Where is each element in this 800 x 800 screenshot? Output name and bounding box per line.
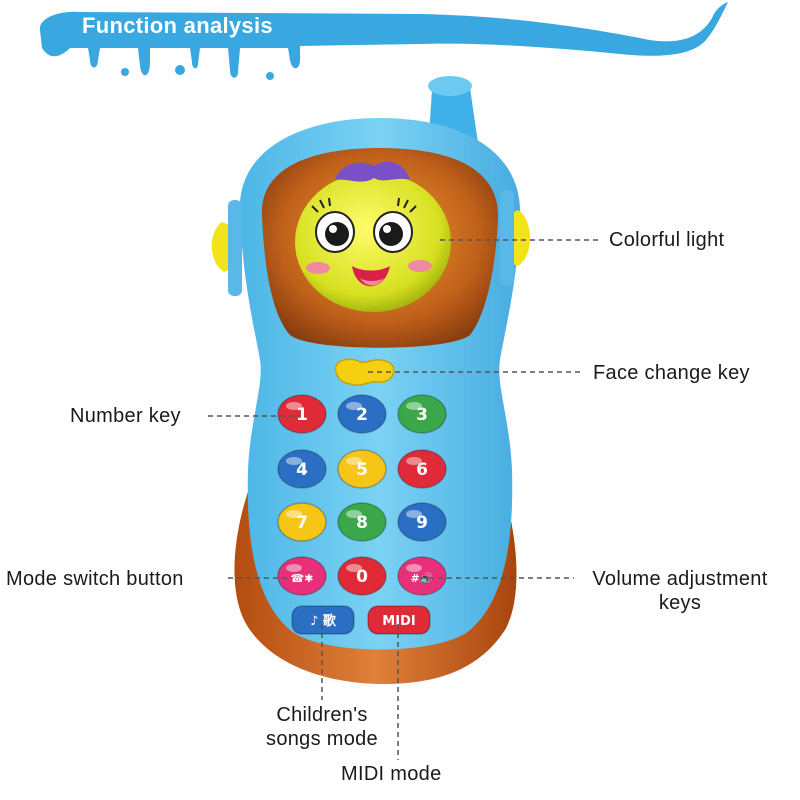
number-key-label: 0 bbox=[356, 567, 368, 587]
banner-paint-shape bbox=[39, 2, 729, 78]
right-side-band bbox=[500, 190, 514, 286]
callout-number-key: Number key bbox=[70, 405, 181, 427]
left-side-band bbox=[228, 200, 242, 296]
number-key-highlight bbox=[406, 510, 422, 518]
callout-children-line2: songs mode bbox=[266, 728, 378, 750]
number-key-highlight bbox=[286, 457, 302, 465]
right-eye-shine bbox=[383, 225, 391, 233]
banner-title: Function analysis bbox=[82, 13, 273, 38]
number-key-shape bbox=[337, 449, 387, 489]
number-key-highlight bbox=[346, 402, 362, 410]
leader-lines bbox=[208, 239, 600, 760]
mode-keys: ♪ 歌 MIDI bbox=[291, 605, 431, 635]
number-key-highlight bbox=[286, 402, 302, 410]
number-key[interactable]: #🔊 bbox=[397, 556, 447, 596]
number-key[interactable]: ☎✱ bbox=[277, 556, 327, 596]
number-key[interactable]: 7 bbox=[277, 502, 327, 542]
mode-key-shape bbox=[367, 605, 431, 635]
callout-childrens-songs-mode: Children's songs mode bbox=[238, 703, 406, 751]
right-pupil bbox=[379, 222, 403, 246]
number-key-shape bbox=[397, 449, 447, 489]
callout-midi-mode: MIDI mode bbox=[341, 763, 442, 785]
antenna-tip bbox=[428, 76, 472, 96]
callout-volume-adjustment: Volume adjustment keys bbox=[574, 567, 786, 615]
callout-volume-line2: keys bbox=[658, 592, 702, 614]
left-eye-shine bbox=[329, 225, 337, 233]
mode-key-label: ♪ 歌 bbox=[310, 613, 337, 629]
keypad: 1 2 3 4 5 6 7 8 9 ☎✱ 0 #🔊 bbox=[277, 394, 447, 596]
number-key-label: 8 bbox=[356, 513, 368, 533]
number-key-label: ☎✱ bbox=[291, 572, 314, 585]
number-key-shape bbox=[397, 556, 447, 596]
number-key-label: 5 bbox=[356, 460, 368, 480]
banner-drip bbox=[266, 72, 274, 80]
number-key-shape bbox=[277, 394, 327, 434]
number-key-shape bbox=[337, 502, 387, 542]
number-key-label: 4 bbox=[296, 460, 308, 480]
left-pupil bbox=[325, 222, 349, 246]
number-key-highlight bbox=[346, 564, 362, 572]
callout-mode-switch-button: Mode switch button bbox=[6, 568, 184, 590]
number-key-highlight bbox=[286, 510, 302, 518]
number-key[interactable]: 3 bbox=[397, 394, 447, 434]
number-key-shape bbox=[397, 394, 447, 434]
number-key-shape bbox=[277, 502, 327, 542]
number-key-highlight bbox=[346, 510, 362, 518]
number-key[interactable]: 8 bbox=[337, 502, 387, 542]
number-key[interactable]: 1 bbox=[277, 394, 327, 434]
number-key-shape bbox=[337, 556, 387, 596]
number-key[interactable]: 4 bbox=[277, 449, 327, 489]
number-key-highlight bbox=[406, 564, 422, 572]
mode-key-shape bbox=[291, 605, 355, 635]
right-cheek bbox=[408, 260, 432, 272]
callout-face-change-key: Face change key bbox=[593, 362, 750, 384]
face-hair bbox=[335, 161, 410, 182]
number-key-label: 2 bbox=[356, 405, 368, 425]
number-key-shape bbox=[277, 449, 327, 489]
callout-children-line1: Children's bbox=[276, 704, 368, 726]
number-key[interactable]: 5 bbox=[337, 449, 387, 489]
number-key-highlight bbox=[346, 457, 362, 465]
banner-drip bbox=[121, 68, 129, 76]
number-key-label: 9 bbox=[416, 513, 428, 533]
number-key-shape bbox=[397, 502, 447, 542]
number-key-label: 6 bbox=[416, 460, 428, 480]
face-change-key[interactable] bbox=[334, 358, 395, 386]
callout-colorful-light: Colorful light bbox=[609, 229, 725, 251]
number-key-highlight bbox=[286, 564, 302, 572]
midi-mode-key[interactable]: MIDI bbox=[367, 605, 431, 635]
number-key-label: 3 bbox=[416, 405, 428, 425]
number-key-label: 7 bbox=[296, 513, 308, 533]
number-key-shape bbox=[337, 394, 387, 434]
callout-volume-line1: Volume adjustment bbox=[592, 568, 768, 590]
number-key[interactable]: 9 bbox=[397, 502, 447, 542]
mode-key-label: MIDI bbox=[382, 614, 415, 629]
banner bbox=[39, 2, 729, 80]
banner-drip bbox=[175, 65, 185, 75]
childrens-songs-mode-key[interactable]: ♪ 歌 bbox=[291, 605, 355, 635]
number-key-shape bbox=[277, 556, 327, 596]
left-lashes bbox=[311, 197, 331, 213]
number-key[interactable]: 0 bbox=[337, 556, 387, 596]
character-face bbox=[295, 172, 451, 312]
number-key-label: 1 bbox=[296, 405, 308, 425]
number-key[interactable]: 6 bbox=[397, 449, 447, 489]
number-key[interactable]: 2 bbox=[337, 394, 387, 434]
number-key-highlight bbox=[406, 457, 422, 465]
left-cheek bbox=[306, 262, 330, 274]
tongue bbox=[360, 278, 384, 286]
right-lashes bbox=[397, 197, 417, 213]
number-key-highlight bbox=[406, 402, 422, 410]
